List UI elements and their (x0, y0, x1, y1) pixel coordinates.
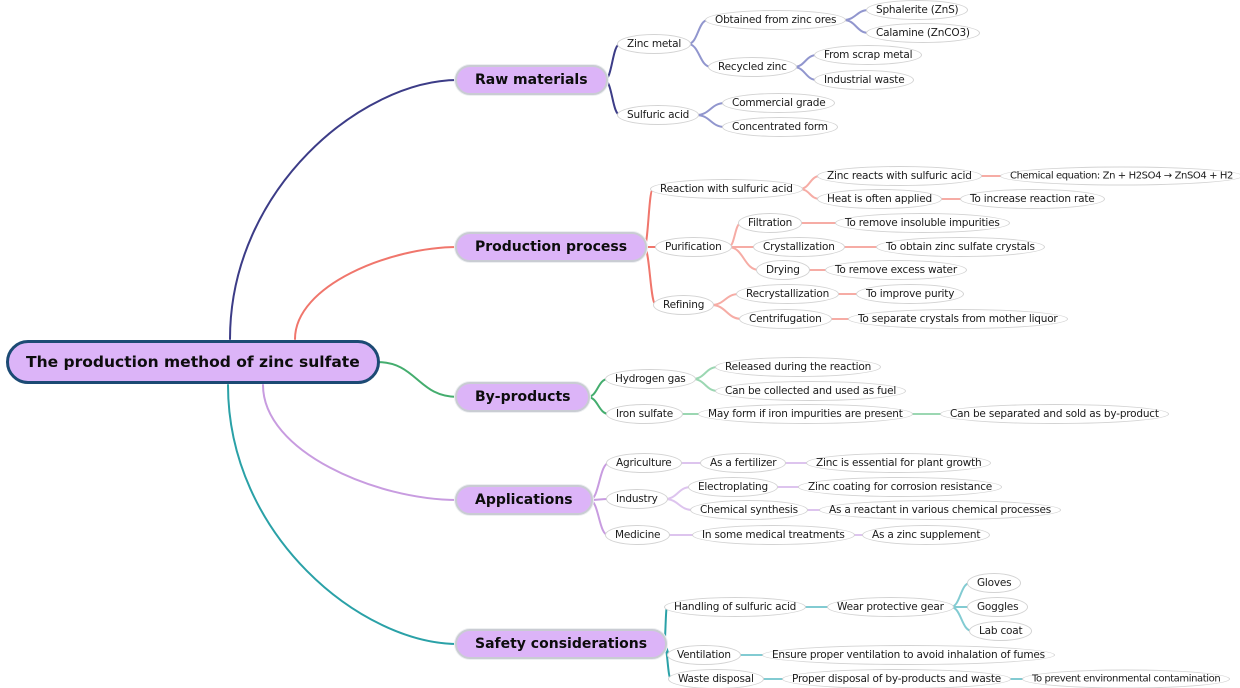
node-agriculture[interactable]: Agriculture (606, 453, 682, 473)
node-refining[interactable]: Refining (653, 295, 715, 315)
node-electroplating[interactable]: Electroplating (688, 477, 778, 497)
node-ventilation[interactable]: Ventilation (667, 645, 741, 665)
node-waste-disposal[interactable]: Waste disposal (668, 669, 764, 688)
node-chemical-synthesis[interactable]: Chemical synthesis (690, 500, 808, 520)
node-purification[interactable]: Purification (655, 237, 732, 257)
branch-production-process[interactable]: Production process (455, 232, 648, 262)
node-wear-protective-gear[interactable]: Wear protective gear (827, 597, 954, 617)
node-obtained-from-zinc-ores[interactable]: Obtained from zinc ores (705, 10, 847, 30)
node-medicine[interactable]: Medicine (605, 525, 671, 545)
node-chemical-equation[interactable]: Chemical equation: Zn + H2SO4 → ZnSO4 + … (1000, 166, 1240, 186)
node-calamine[interactable]: Calamine (ZnCO3) (866, 23, 980, 43)
node-concentrated-form[interactable]: Concentrated form (722, 117, 838, 137)
node-as-a-fertilizer[interactable]: As a fertilizer (700, 453, 787, 473)
node-zinc-reacts-with-sulfuric-acid[interactable]: Zinc reacts with sulfuric acid (817, 166, 982, 186)
node-sulfuric-acid[interactable]: Sulfuric acid (617, 105, 700, 125)
node-released-during-reaction[interactable]: Released during the reaction (715, 357, 882, 377)
node-filtration[interactable]: Filtration (738, 213, 803, 233)
node-zinc-essential-plant-growth[interactable]: Zinc is essential for plant growth (806, 453, 992, 473)
node-to-remove-excess-water[interactable]: To remove excess water (825, 260, 967, 280)
node-handling-sulfuric-acid[interactable]: Handling of sulfuric acid (664, 597, 807, 617)
node-to-remove-insoluble-impurities[interactable]: To remove insoluble impurities (835, 213, 1010, 233)
node-reactant-chemical-processes[interactable]: As a reactant in various chemical proces… (819, 500, 1062, 520)
node-may-form-iron-impurities[interactable]: May form if iron impurities are present (698, 404, 913, 424)
branch-applications[interactable]: Applications (455, 485, 593, 515)
node-industrial-waste[interactable]: Industrial waste (814, 70, 915, 90)
root-node[interactable]: The production method of zinc sulfate (6, 340, 380, 384)
node-crystallization[interactable]: Crystallization (753, 237, 845, 257)
node-collected-used-as-fuel[interactable]: Can be collected and used as fuel (715, 381, 907, 401)
node-to-increase-reaction-rate[interactable]: To increase reaction rate (960, 189, 1105, 209)
node-recrystallization[interactable]: Recrystallization (736, 284, 840, 304)
node-ensure-ventilation[interactable]: Ensure proper ventilation to avoid inhal… (762, 645, 1055, 665)
branch-raw-materials[interactable]: Raw materials (455, 65, 608, 95)
node-goggles[interactable]: Goggles (967, 597, 1029, 617)
node-gloves[interactable]: Gloves (967, 573, 1022, 593)
node-hydrogen-gas[interactable]: Hydrogen gas (605, 369, 696, 389)
branch-safety-considerations[interactable]: Safety considerations (455, 629, 668, 659)
node-reaction-with-sulfuric-acid[interactable]: Reaction with sulfuric acid (650, 179, 803, 199)
node-to-separate-crystals[interactable]: To separate crystals from mother liquor (848, 309, 1068, 329)
node-separated-sold-byproduct[interactable]: Can be separated and sold as by-product (940, 404, 1169, 424)
node-heat-is-often-applied[interactable]: Heat is often applied (817, 189, 942, 209)
node-commercial-grade[interactable]: Commercial grade (722, 93, 836, 113)
node-lab-coat[interactable]: Lab coat (969, 621, 1033, 641)
node-industry[interactable]: Industry (606, 489, 668, 509)
node-medical-treatments[interactable]: In some medical treatments (692, 525, 855, 545)
node-from-scrap-metal[interactable]: From scrap metal (814, 45, 923, 65)
node-to-improve-purity[interactable]: To improve purity (856, 284, 965, 304)
node-sphalerite[interactable]: Sphalerite (ZnS) (866, 0, 969, 20)
node-centrifugation[interactable]: Centrifugation (739, 309, 832, 329)
node-iron-sulfate[interactable]: Iron sulfate (606, 404, 683, 424)
node-zinc-coating-corrosion[interactable]: Zinc coating for corrosion resistance (798, 477, 1003, 497)
node-proper-disposal[interactable]: Proper disposal of by-products and waste (782, 669, 1012, 688)
node-prevent-contamination[interactable]: To prevent environmental contamination (1022, 669, 1231, 688)
branch-by-products[interactable]: By-products (455, 382, 591, 412)
node-to-obtain-zinc-sulfate-crystals[interactable]: To obtain zinc sulfate crystals (876, 237, 1045, 257)
node-zinc-metal[interactable]: Zinc metal (617, 34, 692, 54)
node-zinc-supplement[interactable]: As a zinc supplement (862, 525, 991, 545)
node-drying[interactable]: Drying (756, 260, 810, 280)
node-recycled-zinc[interactable]: Recycled zinc (708, 57, 797, 77)
